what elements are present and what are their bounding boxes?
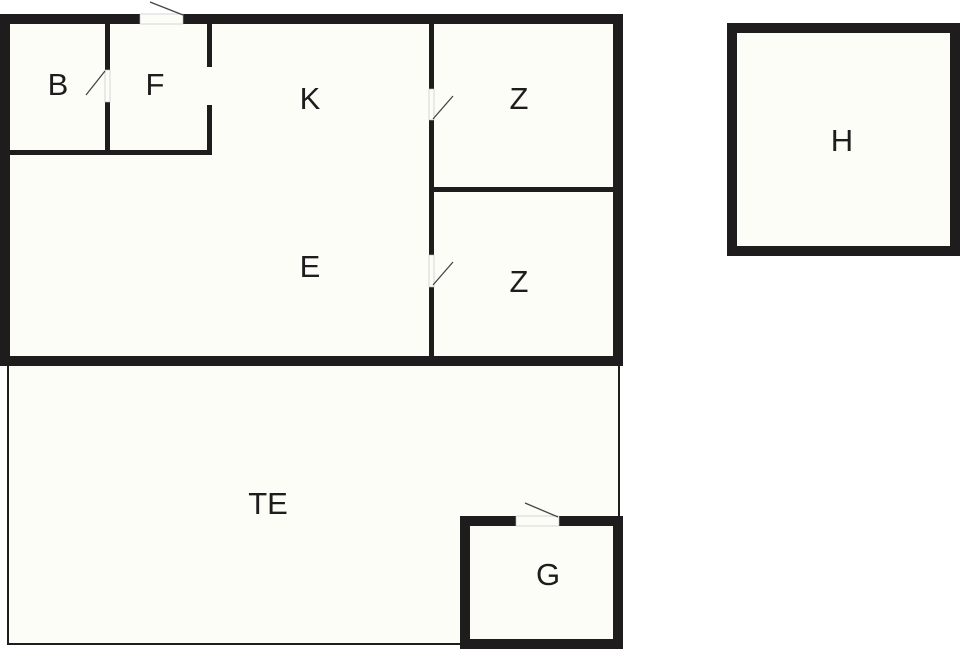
room-g-walls (460, 502, 623, 649)
room-label-z-lower: Z (510, 264, 529, 299)
door-b[interactable] (104, 69, 111, 103)
room-label-z-upper: Z (510, 81, 529, 116)
room-label-f: F (146, 67, 165, 102)
room-label-te: TE (248, 486, 288, 521)
door-z-lower[interactable] (428, 254, 435, 288)
main-house-walls (0, 1, 623, 366)
room-label-k: K (300, 81, 321, 116)
entrance-door[interactable] (139, 13, 184, 25)
room-label-h: H (831, 123, 853, 158)
room-label-e: E (300, 249, 321, 284)
door-g[interactable] (515, 515, 560, 527)
door-z-upper[interactable] (428, 88, 435, 121)
room-label-g: G (536, 557, 560, 592)
terrace-outline (7, 366, 620, 645)
room-label-b: B (48, 67, 69, 102)
room-h-walls (727, 23, 960, 256)
